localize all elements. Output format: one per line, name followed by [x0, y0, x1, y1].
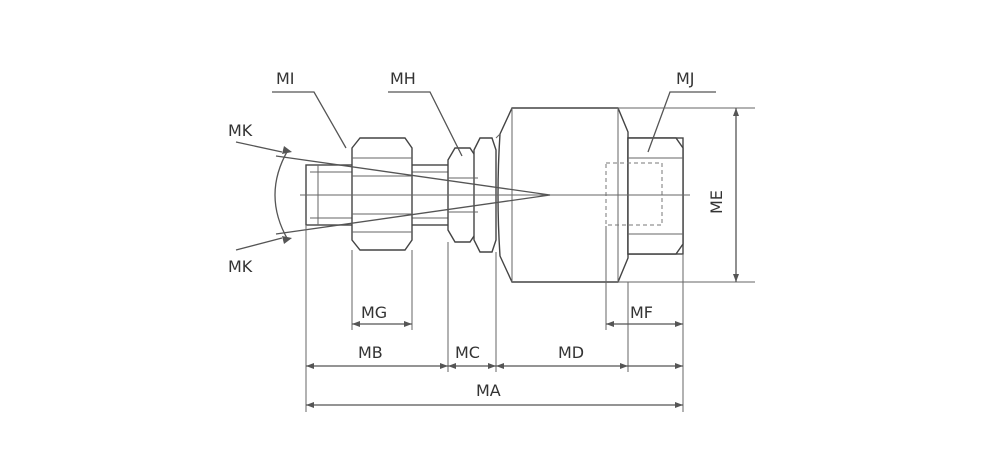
centre-and-swivel-lines: [274, 146, 690, 244]
label-mc: MC: [455, 343, 480, 362]
label-mg: MG: [361, 303, 387, 322]
callout-leaders: [235, 91, 716, 251]
label-mi: MI: [276, 69, 295, 88]
label-mf: MF: [630, 303, 653, 322]
label-me: ME: [707, 190, 726, 214]
hex-lock-nut: [351, 137, 413, 251]
label-mj: MJ: [676, 69, 695, 88]
label-mk-top: MK: [228, 121, 253, 140]
dimension-lines: [305, 107, 755, 412]
hex-bolt: [605, 137, 684, 255]
label-mk-bottom: MK: [228, 257, 253, 276]
label-md: MD: [558, 343, 584, 362]
label-mh: MH: [390, 69, 416, 88]
label-mb: MB: [358, 343, 383, 362]
label-ma: MA: [476, 381, 501, 400]
